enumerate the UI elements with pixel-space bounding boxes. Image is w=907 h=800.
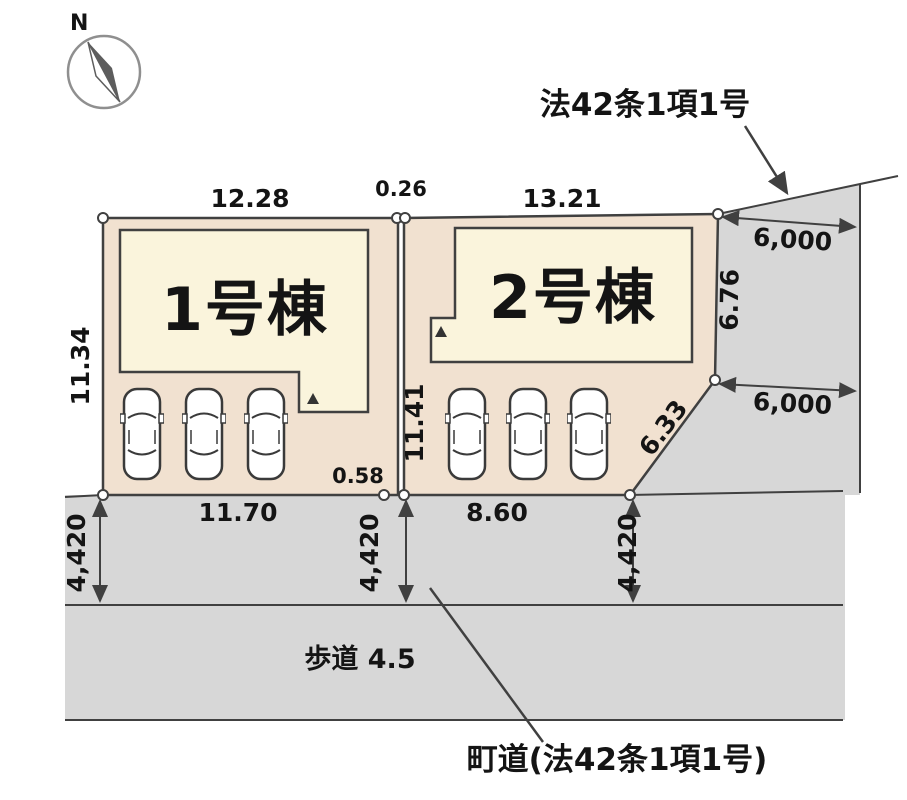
- compass-n-label: N: [70, 11, 88, 36]
- building-2-footprint: [429, 226, 694, 364]
- side-road-top-edge: [717, 175, 899, 215]
- dim-lot-center: 11.41: [400, 383, 429, 462]
- sidewalk-label: 歩道 4.5: [304, 643, 415, 675]
- dim-line-road-lower: [718, 376, 857, 399]
- dim-setback-right: 4,420: [613, 513, 642, 592]
- dim-lot2-top: 13.21: [522, 184, 601, 213]
- car-icon: [120, 387, 164, 481]
- dim-lot2-bottom: 8.60: [466, 498, 528, 527]
- annotations: 法42条1項1号 歩道 4.5 町道(法42条1項1号): [304, 87, 789, 778]
- car-icon: [445, 387, 489, 481]
- town-road-leader-line: [428, 587, 545, 743]
- car-icon: [244, 387, 288, 481]
- survey-point: [97, 212, 109, 224]
- dim-road-width-lower: 6,000: [752, 387, 832, 420]
- building-2-label: 2号棟: [489, 263, 657, 333]
- survey-point: [399, 212, 411, 224]
- road-edge-left: [64, 494, 104, 498]
- survey-point: [398, 489, 410, 501]
- car-icon: [567, 387, 611, 481]
- town-road-label: 町道(法42条1項1号): [467, 742, 768, 778]
- dim-top-gap: 0.26: [375, 177, 427, 201]
- survey-point: [712, 208, 724, 220]
- buildings: 1号棟 2号棟: [118, 226, 694, 414]
- survey-point: [378, 489, 390, 501]
- dim-lot1-top: 12.28: [210, 184, 289, 213]
- entrance-marker-icon: [307, 393, 319, 404]
- compass-needle-light: [87, 41, 121, 103]
- front-road-area: [65, 495, 845, 720]
- survey-point: [97, 489, 109, 501]
- road-edge-right: [629, 490, 844, 496]
- dim-road-width-upper: 6,000: [752, 222, 833, 256]
- survey-point: [709, 374, 721, 386]
- survey-points: [97, 208, 724, 501]
- dim-lot1-left: 11.34: [66, 326, 95, 405]
- dim-lot1-bottom: 11.70: [198, 498, 277, 527]
- dim-lot2-right: 6.76: [714, 269, 744, 331]
- dimension-lines: [92, 210, 857, 603]
- entrance-marker-icon: [435, 326, 447, 337]
- road-law-leader-line: [743, 125, 789, 196]
- building-1-label: 1号棟: [161, 275, 329, 345]
- car-icon: [506, 387, 550, 481]
- survey-point: [624, 489, 636, 501]
- dim-line-road-upper: [721, 210, 857, 234]
- building-1-footprint: [118, 228, 370, 414]
- dim-setback-center: 4,420: [355, 513, 384, 592]
- dim-lot1-bottom-small: 0.58: [332, 464, 384, 488]
- road-law-label: 法42条1項1号: [540, 87, 750, 123]
- dim-setback-left: 4,420: [62, 513, 91, 592]
- compass-icon: N: [66, 11, 142, 110]
- car-icon: [182, 387, 226, 481]
